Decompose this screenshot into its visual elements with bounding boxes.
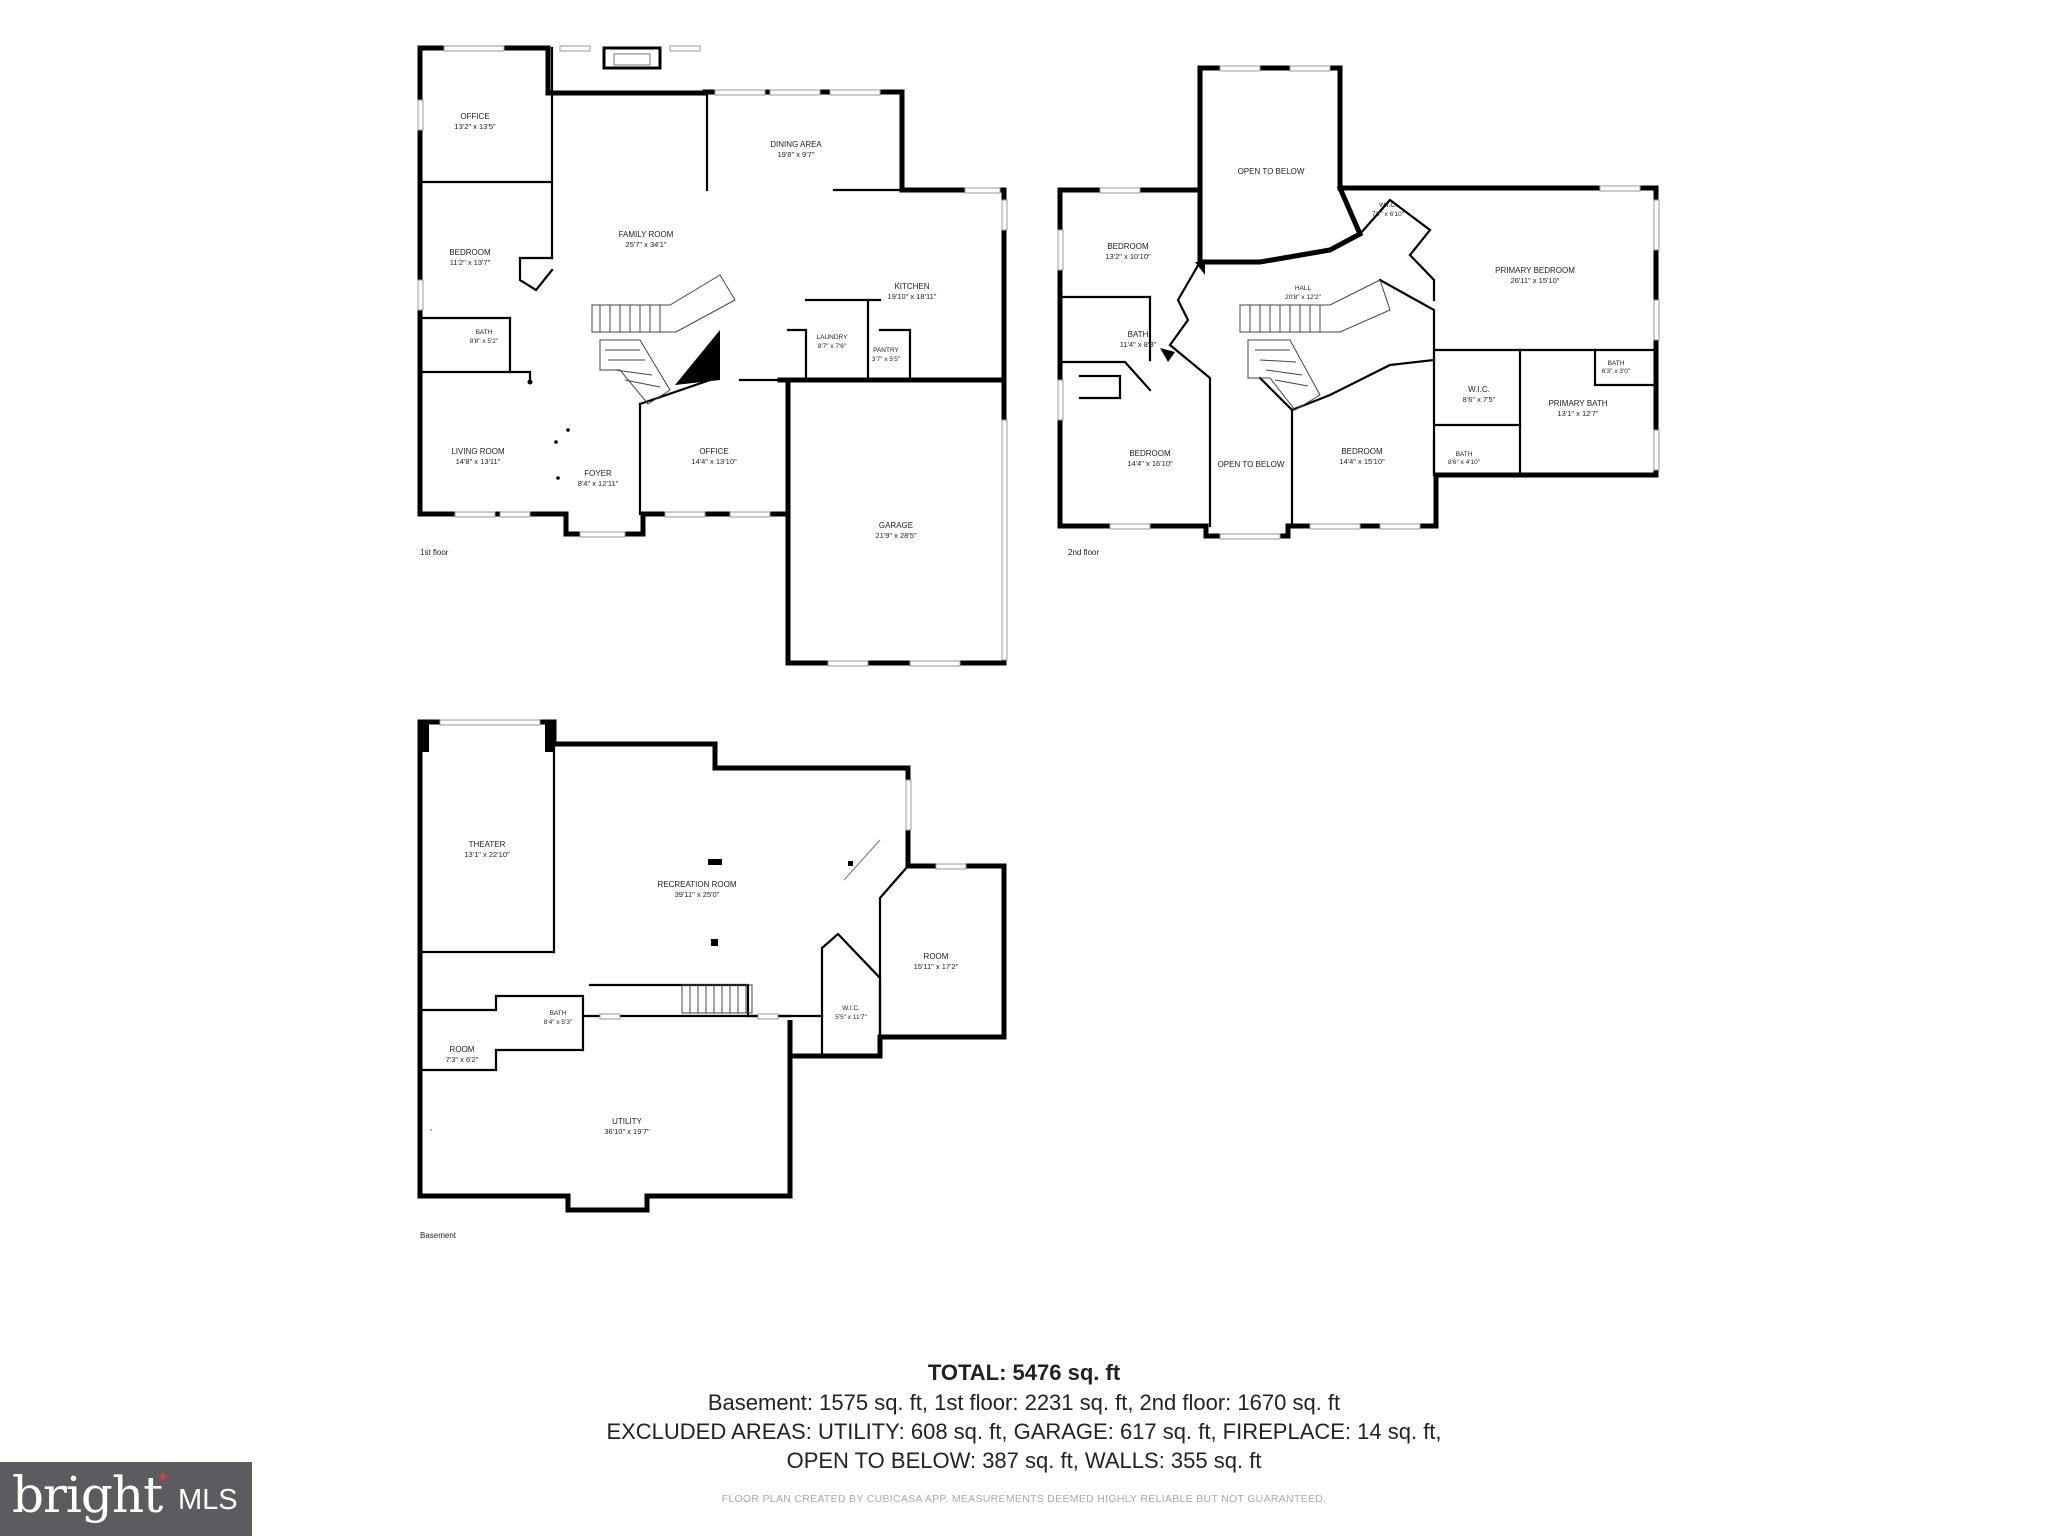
room-name: OPEN TO BELOW — [1238, 167, 1305, 176]
room-name: GARAGE — [879, 521, 913, 530]
room-name: BATH — [550, 1010, 567, 1017]
room-size: 39'11" x 25'0" — [675, 890, 720, 899]
room-name: PANTRY — [873, 347, 899, 354]
room-size: 14'4" x 13'10" — [691, 457, 737, 466]
floor-areas-line: Basement: 1575 sq. ft, 1st floor: 2231 s… — [707, 1390, 1341, 1415]
spark-icon: ✦ — [156, 1467, 170, 1486]
room-name: HALL — [1295, 285, 1312, 292]
room-name: BEDROOM — [1107, 242, 1149, 251]
room-size: 7'3" x 6'2" — [446, 1055, 479, 1064]
room-name: DINING AREA — [770, 140, 822, 149]
room-size: 8'4" x 5'3" — [544, 1019, 573, 1026]
room-name: KITCHEN — [894, 282, 929, 291]
room-name: PRIMARY BATH — [1548, 399, 1607, 408]
room-size: 26'11" x 15'10" — [1511, 276, 1560, 285]
floor-label: 2nd floor — [1068, 548, 1099, 557]
room-size: 19'8" x 9'7" — [778, 150, 815, 159]
excluded-areas-line-2: OPEN TO BELOW: 387 sq. ft, WALLS: 355 sq… — [786, 1448, 1262, 1473]
stair-1st — [591, 274, 736, 405]
bright-mls-logo: bright ✦ MLS — [0, 1462, 252, 1536]
room-size: 14'4" x 15'10" — [1339, 457, 1385, 466]
stair-basement — [681, 984, 753, 1014]
logo-wordmark: bright — [12, 1466, 163, 1524]
room-name: THEATER — [469, 840, 506, 849]
room-size: 15'11" x 17'2" — [914, 962, 959, 971]
room-name: PRIMARY BEDROOM — [1495, 266, 1575, 275]
room-name: BATH — [1456, 451, 1473, 458]
room-size: 8'6" x 4'10" — [1448, 459, 1481, 466]
room-size: 36'10" x 19'7" — [604, 1127, 650, 1136]
room-name: W.I.C. — [1379, 202, 1397, 209]
room-name: ROOM — [924, 952, 949, 961]
room-size: 13'2" x 13'5" — [454, 122, 495, 131]
total-area: TOTAL: 5476 sq. ft — [927, 1360, 1121, 1385]
room-size: 13'1" x 12'7" — [1557, 409, 1598, 418]
first-floor-plan — [417, 45, 1008, 667]
excluded-areas-line: EXCLUDED AREAS: UTILITY: 608 sq. ft, GAR… — [606, 1419, 1442, 1444]
room-name: BATH — [476, 329, 493, 336]
room-size: 11'4" x 8'8" — [1120, 340, 1157, 349]
room-size: 3'7" x 5'5" — [872, 356, 901, 363]
room-size: 14'8" x 13'11" — [456, 457, 501, 466]
room-name: RECREATION ROOM — [658, 880, 737, 889]
room-name: FAMILY ROOM — [619, 230, 674, 239]
room-name: BEDROOM — [1129, 449, 1171, 458]
room-name: LAUNDRY — [817, 334, 849, 341]
room-size: 11'2" x 13'7" — [450, 258, 491, 267]
room-name: LIVING ROOM — [451, 447, 505, 456]
floor-label: 1st floor — [420, 548, 449, 557]
room-name: BATH — [1128, 330, 1149, 339]
basement-plan — [417, 719, 1007, 1213]
room-size: 5'5" x 11'7" — [835, 1014, 867, 1021]
floor-label: Basement — [420, 1231, 457, 1240]
room-size: 21'9" x 28'5" — [875, 531, 916, 540]
room-size: 19'10" x 18'11" — [888, 292, 937, 301]
room-name: FOYER — [584, 469, 612, 478]
room-size: 20'8" x 12'2" — [1285, 294, 1321, 301]
room-name: W.I.C. — [1468, 385, 1490, 394]
room-size: 7'7" x 6'10" — [1372, 211, 1405, 218]
room-size: 8'4" x 12'11" — [578, 479, 619, 488]
room-size: 25'7" x 34'1" — [625, 240, 666, 249]
room-name: BEDROOM — [449, 248, 491, 257]
room-size: 14'4" x 16'10" — [1127, 459, 1173, 468]
room-size: 8'6" x 7'5" — [1463, 395, 1496, 404]
second-floor-plan — [1057, 65, 1660, 540]
room-size: 8'7" x 7'6" — [818, 343, 847, 350]
room-name: BATH — [1608, 360, 1625, 367]
room-name: ROOM — [450, 1045, 475, 1054]
logo-suffix: MLS — [178, 1484, 238, 1516]
room-name: W.I.C. — [842, 1005, 860, 1012]
room-name: OFFICE — [460, 112, 489, 121]
room-name: UTILITY — [612, 1117, 642, 1126]
stair-2nd — [1160, 262, 1391, 411]
room-size: 13'1" x 22'10" — [464, 850, 510, 859]
room-name: OPEN TO BELOW — [1218, 460, 1285, 469]
room-size: 6'3" x 3'0" — [1602, 368, 1631, 375]
disclaimer: FLOOR PLAN CREATED BY CUBICASA APP. MEAS… — [721, 1493, 1327, 1505]
room-name: OFFICE — [699, 447, 728, 456]
room-size: 8'8" x 5'2" — [470, 338, 499, 345]
room-size: 13'2" x 10'10" — [1105, 252, 1151, 261]
room-name: BEDROOM — [1341, 447, 1383, 456]
